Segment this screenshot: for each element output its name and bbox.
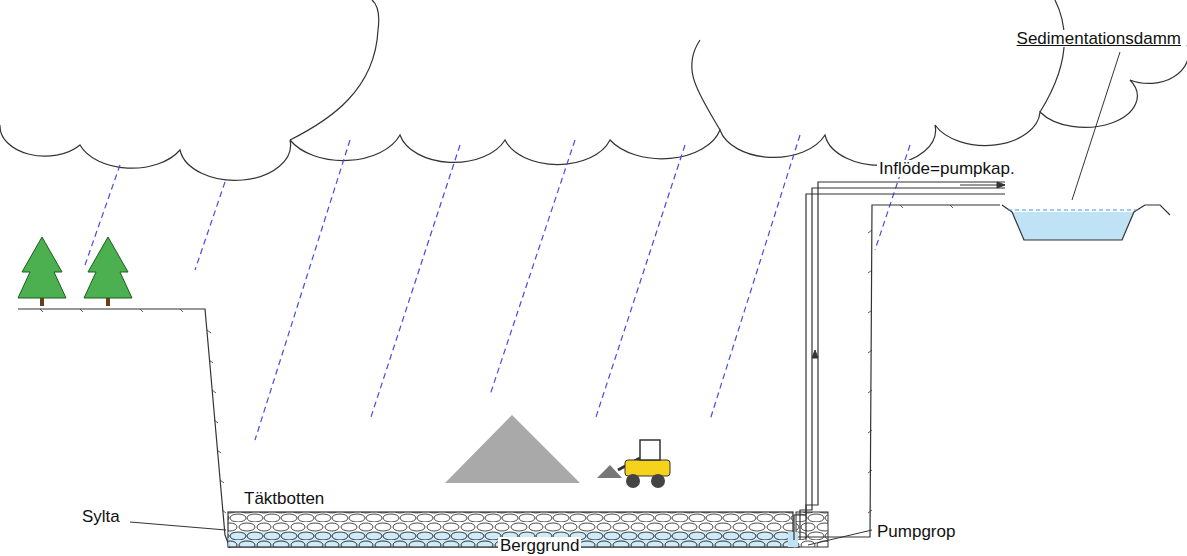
gravel-pile: [445, 415, 580, 483]
flow-arrow: [812, 182, 1005, 358]
part-label: Sylta: [80, 508, 122, 525]
pump-pit-water: [788, 532, 798, 547]
part-label: Täktbotten: [242, 490, 326, 507]
tree: [18, 237, 132, 306]
cloud: [0, 0, 1187, 180]
wall-ticks: [40, 205, 953, 513]
pump-pipe: [794, 182, 1005, 540]
part-label: Pumpgrop: [875, 523, 957, 540]
dam-water: [1012, 212, 1134, 240]
flow-label: Inflöde=pumpkap.: [877, 160, 1017, 177]
water-level: [1008, 210, 1138, 211]
dam-label: Sedimentationsdamm: [1015, 30, 1183, 47]
dam-outline: [1002, 205, 1145, 240]
leader-line: [130, 52, 1120, 545]
wheel-loader: [597, 440, 670, 488]
rain: [85, 135, 910, 440]
ground-line: [18, 205, 1170, 548]
part-label: Berggrund: [498, 537, 581, 554]
